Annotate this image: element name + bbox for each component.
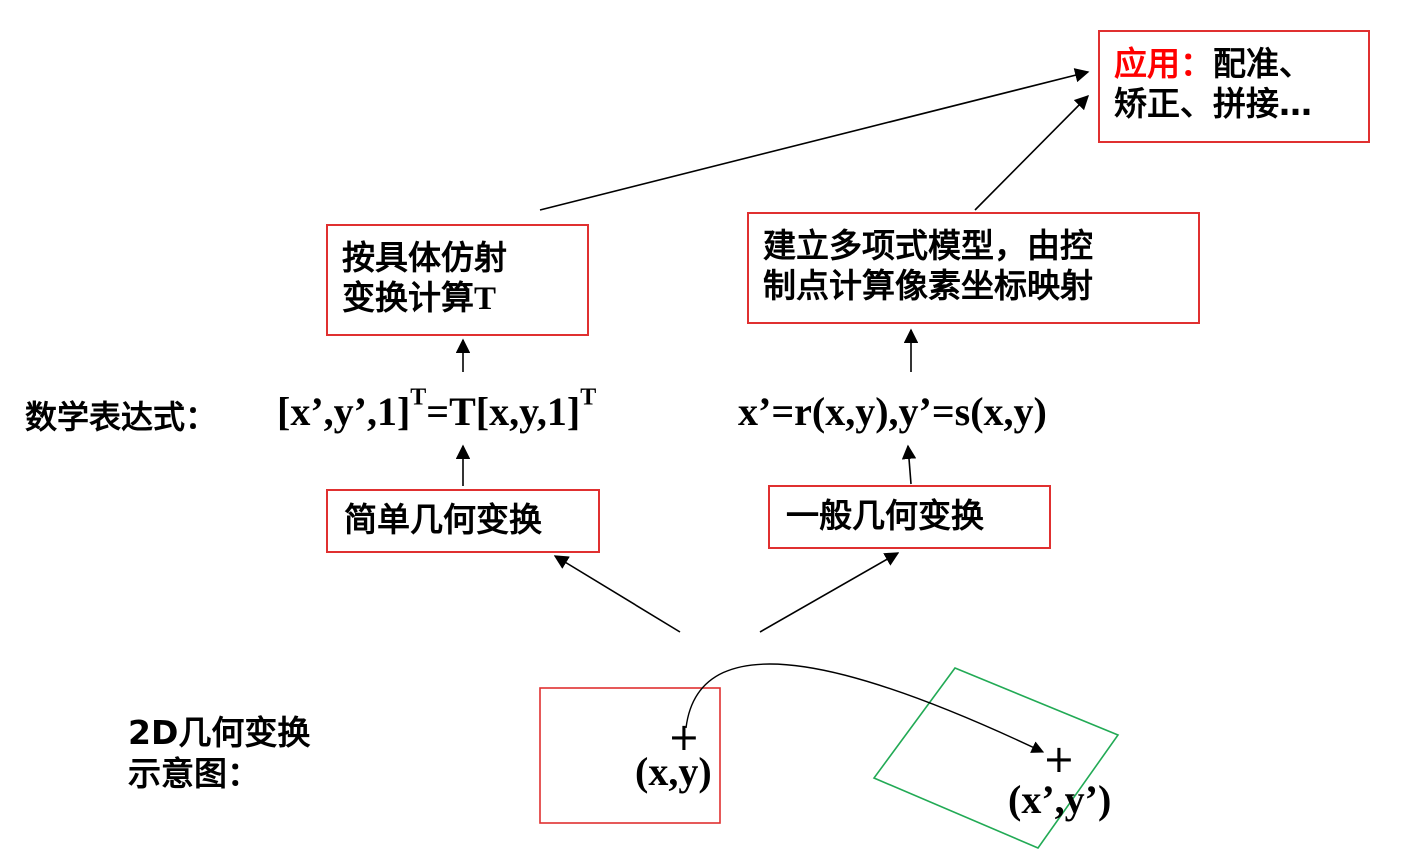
- application-highlight: 应用：: [1114, 44, 1213, 83]
- general-transform-box: 一般几何变换: [768, 485, 1051, 549]
- polynomial-formula: x’=r(x,y),y’=s(x,y): [738, 389, 1047, 434]
- caption-line-2: 示意图：: [128, 754, 260, 794]
- simple-transform-label: 简单几何变换: [344, 500, 542, 539]
- arrow-affine-to-application: [539, 68, 1090, 211]
- affine-formula-mid: =T[x,y,1]: [426, 389, 581, 434]
- affine-formula-sup-2: T: [580, 384, 597, 411]
- application-targets-1: 配准、: [1213, 44, 1312, 83]
- source-point-label: (x,y): [635, 749, 712, 794]
- target-point-marker: +: [1043, 737, 1075, 781]
- target-point-label: (x’,y’): [1008, 777, 1112, 822]
- polynomial-line-1: 建立多项式模型，由控: [763, 226, 1093, 265]
- illustration-caption: 2D几何变换 示意图：: [128, 712, 310, 795]
- affine-matrix-symbol: T: [474, 281, 497, 318]
- arrow-origin-to-general: [759, 552, 900, 633]
- caption-line-1: 2D几何变换: [128, 713, 311, 752]
- source-frame: [539, 687, 721, 824]
- affine-computation-box: 按具体仿射 变换计算T: [326, 224, 589, 336]
- simple-transform-box: 简单几何变换: [326, 489, 600, 553]
- affine-line-2-text: 变换计算: [342, 278, 474, 318]
- general-transform-label: 一般几何变换: [786, 496, 984, 535]
- affine-formula-left: [x’,y’,1]: [277, 389, 411, 434]
- affine-formula-sup-1: T: [410, 384, 427, 411]
- polynomial-line-2: 制点计算像素坐标映射: [763, 266, 1093, 306]
- arrow-general-to-formula: [901, 444, 917, 485]
- affine-formula: [x’,y’,1]T=T[x,y,1]T: [277, 384, 597, 435]
- affine-line-1: 按具体仿射: [342, 238, 507, 277]
- affine-line-2: 变换计算T: [342, 278, 587, 319]
- application-box: 应用：配准、 矫正、拼接…: [1098, 30, 1370, 143]
- application-line-1: 应用：配准、: [1114, 44, 1368, 84]
- mapping-curve: [685, 663, 1045, 753]
- target-frame: [872, 667, 1120, 849]
- arrow-origin-to-simple: [553, 555, 681, 633]
- polynomial-model-box: 建立多项式模型，由控 制点计算像素坐标映射: [747, 212, 1200, 324]
- formula-label: 数学表达式：: [25, 398, 218, 436]
- source-point-marker: +: [668, 715, 700, 759]
- application-line-2: 矫正、拼接…: [1114, 84, 1312, 124]
- arrow-polynomial-to-application: [974, 94, 1090, 211]
